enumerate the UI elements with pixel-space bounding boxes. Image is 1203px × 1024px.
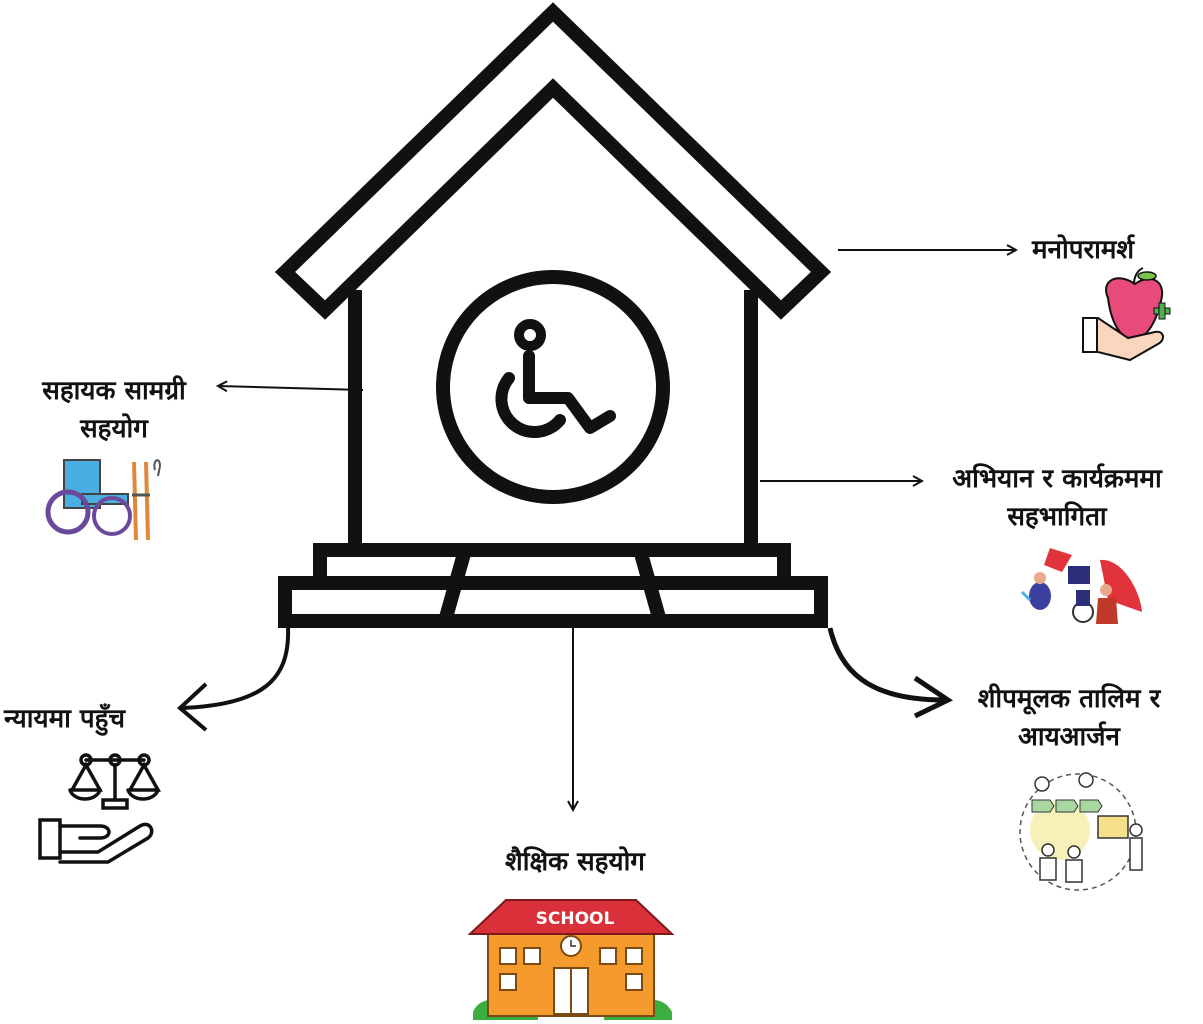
label-assistive: सहायक सामग्री सहयोग: [14, 372, 214, 448]
label-assistive-line1: सहायक सामग्री: [42, 376, 186, 406]
label-justice: न्यायमा पहुँच: [4, 704, 125, 734]
connector-arrows: [176, 250, 1016, 810]
label-campaign-line1: अभियान र कार्यक्रममा: [952, 464, 1162, 494]
label-campaign-line2: सहभागिता: [1007, 502, 1107, 532]
school-building-icon: SCHOOL: [467, 899, 675, 1020]
label-skills: शीपमूलक तालिम र आयआर्जन: [940, 680, 1198, 756]
school-sign: SCHOOL: [536, 909, 615, 929]
label-assistive-line2: सहयोग: [80, 414, 148, 444]
label-skills-line1: शीपमूलक तालिम र: [977, 684, 1161, 714]
label-skills-line2: आयआर्जन: [1018, 722, 1120, 752]
wheelchair-icon: [436, 270, 670, 504]
label-counseling: मनोपरामर्श: [1032, 235, 1135, 265]
arrow-skills: [827, 627, 946, 703]
rally-participants-icon: [1020, 548, 1142, 624]
wheelchair-and-crutches-icon: [45, 459, 162, 541]
label-education: शैक्षिक सहयोग: [505, 847, 645, 877]
scales-of-justice-in-hand-icon: [38, 753, 161, 864]
label-campaign: अभियान र कार्यक्रममा सहभागिता: [912, 460, 1202, 536]
arrow-justice: [181, 627, 291, 710]
arrow-assistive: [218, 386, 364, 390]
training-meeting-icon: [1019, 772, 1143, 891]
house-icon: [274, 2, 832, 628]
apple-in-hand-health-icon: [1082, 267, 1171, 362]
